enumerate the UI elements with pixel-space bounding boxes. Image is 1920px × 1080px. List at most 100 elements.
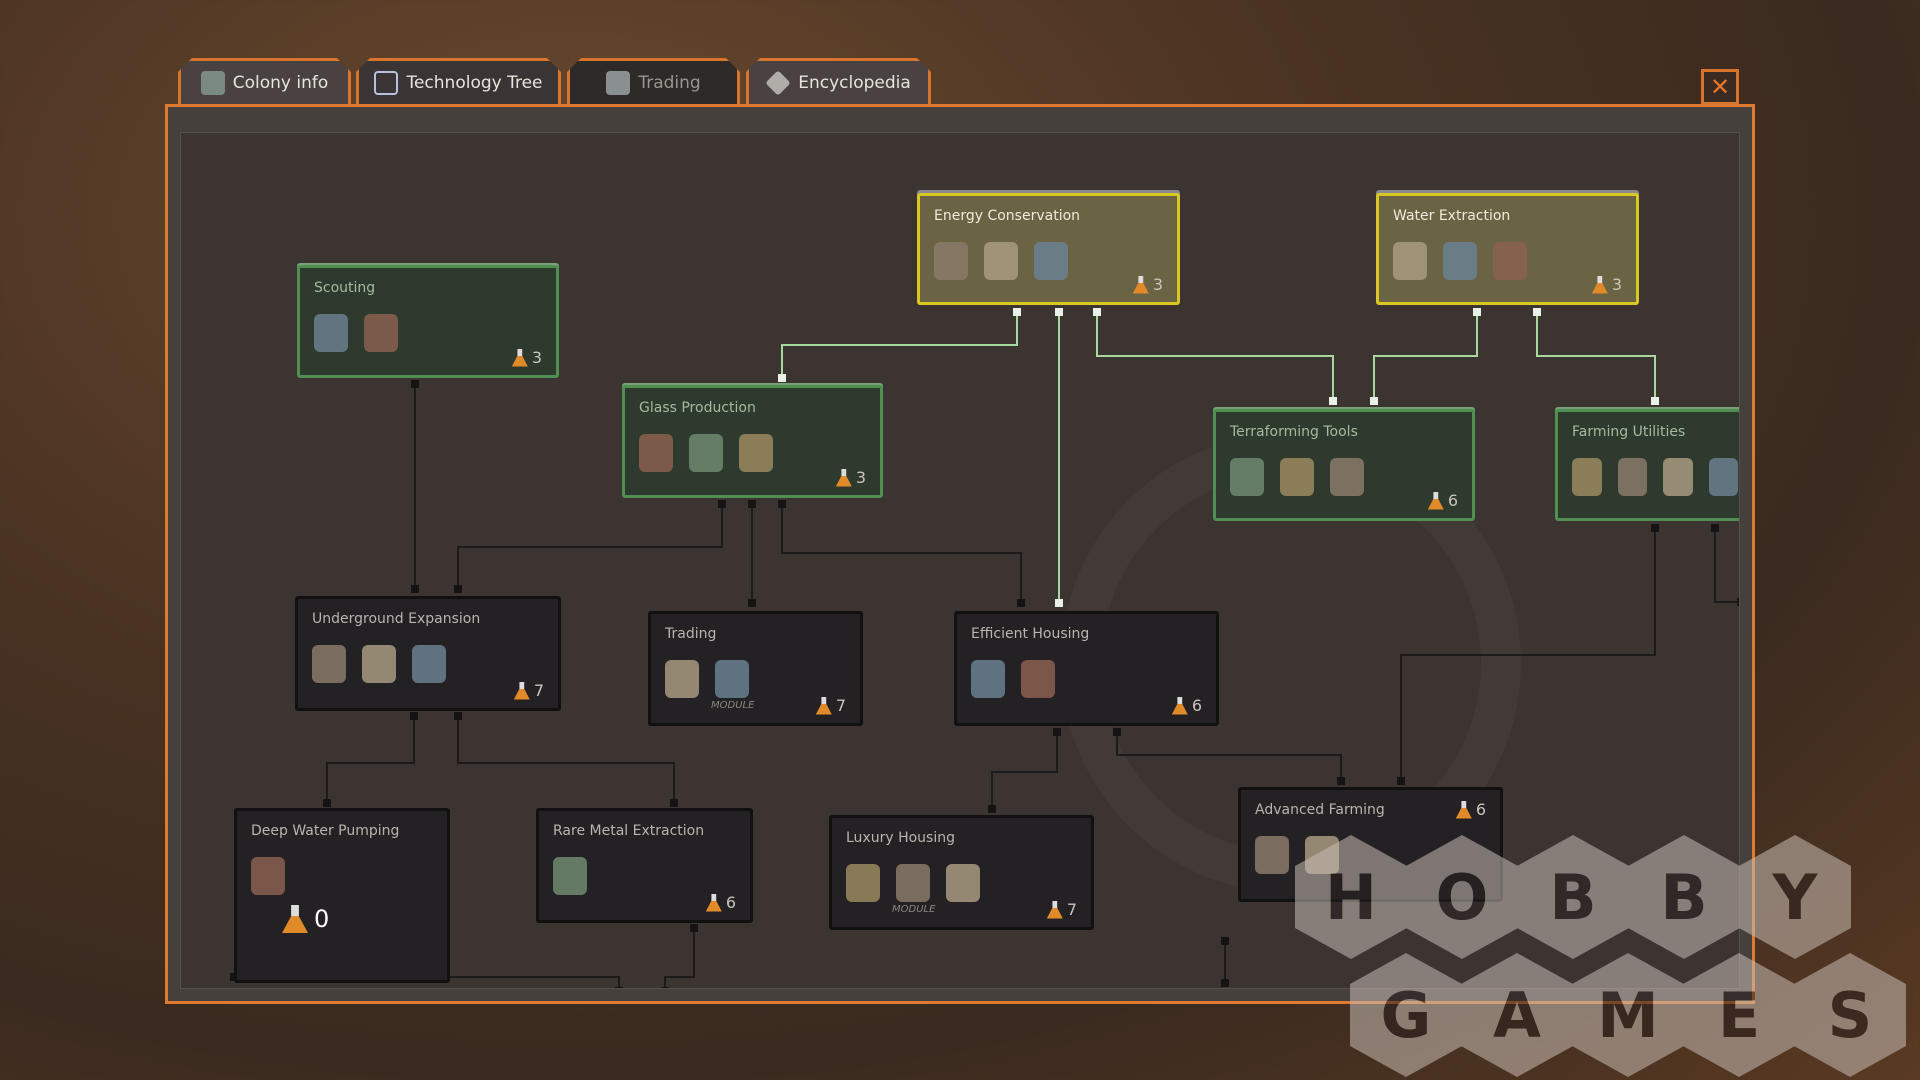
tab-colony-info[interactable]: Colony info bbox=[178, 58, 351, 104]
link-port bbox=[1737, 598, 1739, 606]
tech-node-icons bbox=[665, 660, 846, 698]
tech-node-icons bbox=[553, 857, 736, 895]
cost-value: 7 bbox=[1066, 900, 1077, 919]
glass-dome-icon bbox=[689, 434, 723, 472]
watermark-letter: O bbox=[1406, 835, 1518, 959]
tech-node-title: Rare Metal Extraction bbox=[553, 823, 705, 839]
locked-link bbox=[991, 732, 1058, 809]
cannon-icon bbox=[715, 660, 749, 698]
tech-node-farming-utilities[interactable]: Farming Utilities bbox=[1555, 409, 1739, 521]
cost-value: 3 bbox=[531, 348, 542, 367]
research-cost: 3 bbox=[511, 348, 542, 367]
drone-icon bbox=[364, 314, 398, 352]
tech-node-icons bbox=[1572, 458, 1738, 496]
tab-label: Colony info bbox=[232, 72, 329, 93]
trade-post-icon bbox=[665, 660, 699, 698]
link-port bbox=[410, 712, 418, 720]
tech-node-icons bbox=[971, 660, 1202, 698]
drone-station-icon bbox=[314, 314, 348, 352]
unlocked-link bbox=[1373, 312, 1478, 401]
watermark-letter: M bbox=[1572, 953, 1684, 1077]
reactor-icon bbox=[1330, 458, 1364, 496]
link-port bbox=[1013, 308, 1021, 316]
tech-node-rare-metal-extraction[interactable]: Rare Metal Extraction 6 bbox=[536, 808, 753, 923]
link-port bbox=[323, 799, 331, 807]
link-port bbox=[1370, 397, 1378, 405]
link-port bbox=[1711, 524, 1719, 532]
research-cost: 6 bbox=[1455, 800, 1486, 819]
cost-value: 3 bbox=[1611, 275, 1622, 294]
generator-icon bbox=[1034, 242, 1068, 280]
research-points-value: 0 bbox=[314, 905, 330, 933]
locked-link bbox=[1400, 528, 1656, 781]
research-cost: 7 bbox=[815, 696, 846, 715]
dome-icon bbox=[201, 71, 225, 95]
flask-icon bbox=[1132, 275, 1149, 294]
watermark-letter: E bbox=[1683, 953, 1795, 1077]
link-port bbox=[718, 500, 726, 508]
cost-value: 6 bbox=[1475, 800, 1486, 819]
circuit-icon bbox=[374, 71, 398, 95]
close-button[interactable]: ✕ bbox=[1701, 69, 1739, 105]
tech-node-icons bbox=[846, 864, 1077, 902]
tech-node-deep-water-pumping[interactable]: Deep Water Pumping bbox=[234, 808, 450, 983]
habitat-icon bbox=[971, 660, 1005, 698]
tab-encyclopedia[interactable]: Encyclopedia bbox=[746, 58, 931, 104]
tech-node-icons bbox=[934, 242, 1163, 280]
unlocked-link bbox=[781, 312, 1018, 378]
bot-icon bbox=[946, 864, 980, 902]
research-cost: 3 bbox=[835, 468, 866, 487]
tab-trading[interactable]: Trading bbox=[567, 58, 740, 104]
tab-label: Trading bbox=[638, 72, 701, 93]
research-cost: 6 bbox=[705, 893, 736, 912]
link-port bbox=[1473, 308, 1481, 316]
research-cost: 3 bbox=[1132, 275, 1163, 294]
unlocked-link bbox=[1536, 312, 1656, 401]
watermark-letter: B bbox=[1517, 835, 1629, 959]
tech-node-icons bbox=[1393, 242, 1622, 280]
link-port bbox=[1055, 599, 1063, 607]
tech-links bbox=[230, 308, 1739, 988]
tab-label: Encyclopedia bbox=[798, 72, 911, 93]
locked-link bbox=[1116, 732, 1342, 781]
valve-icon bbox=[1493, 242, 1527, 280]
tech-node-title: Water Extraction bbox=[1393, 208, 1511, 224]
link-port bbox=[1017, 599, 1025, 607]
unlocked-link bbox=[1096, 312, 1334, 401]
crop-icon bbox=[1617, 458, 1647, 496]
bioreactor-icon bbox=[1255, 836, 1289, 874]
flask-icon bbox=[1591, 275, 1608, 294]
link-port bbox=[778, 374, 786, 382]
flask-icon bbox=[705, 893, 722, 912]
luxury-pod-icon bbox=[846, 864, 880, 902]
locked-link bbox=[664, 928, 695, 988]
locked-link bbox=[457, 716, 675, 803]
barrel-icon bbox=[412, 645, 446, 683]
link-port bbox=[1093, 308, 1101, 316]
greenhouse-icon bbox=[739, 434, 773, 472]
terraformer-icon bbox=[1230, 458, 1264, 496]
locked-link bbox=[326, 716, 415, 803]
tech-node-water-extraction[interactable]: Water Extraction 3 bbox=[1376, 193, 1639, 305]
watermark-letter: A bbox=[1461, 953, 1573, 1077]
watermark-letter: S bbox=[1794, 953, 1906, 1077]
watermark-letter: H bbox=[1295, 835, 1407, 959]
tab-technology-tree[interactable]: Technology Tree bbox=[356, 58, 561, 104]
question-gem-icon bbox=[765, 70, 790, 95]
research-cost: 3 bbox=[1591, 275, 1622, 294]
link-port bbox=[690, 924, 698, 932]
orb-icon bbox=[1280, 458, 1314, 496]
tech-node-icons bbox=[314, 314, 542, 352]
link-port bbox=[615, 987, 623, 988]
locked-link bbox=[457, 504, 723, 589]
